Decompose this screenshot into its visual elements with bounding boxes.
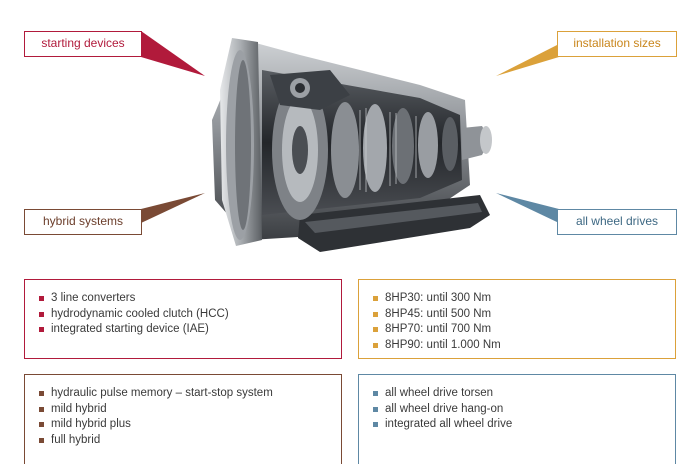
hybrid-systems-pointer [141,193,205,223]
starting-devices-pointer [141,31,205,76]
list-item: all wheel drive torsen [373,386,675,402]
list-item: all wheel drive hang-on [373,402,675,418]
starting-devices-box: 3 line converters hydrodynamic cooled cl… [24,279,342,359]
installation-sizes-list: 8HP30: until 300 Nm 8HP45: until 500 Nm … [373,291,675,353]
list-item: 8HP70: until 700 Nm [373,322,675,338]
list-item: full hybrid [39,433,341,449]
bullet-icon [39,406,44,412]
bullet-icon [373,406,378,412]
all-wheel-drives-box: all wheel drive torsen all wheel drive h… [358,374,676,464]
installation-sizes-box: 8HP30: until 300 Nm 8HP45: until 500 Nm … [358,279,676,359]
list-item: integrated starting device (IAE) [39,322,341,338]
list-item: 3 line converters [39,291,341,307]
bullet-icon [373,342,378,348]
bullet-icon [39,296,44,301]
hybrid-systems-label: hybrid systems [24,209,142,235]
transmission-cutaway-image [212,38,492,252]
all-wheel-drives-label: all wheel drives [557,209,677,235]
bullet-icon [373,296,378,301]
list-item: mild hybrid plus [39,417,341,433]
bullet-icon [39,327,44,332]
list-item: 8HP90: until 1.000 Nm [373,338,675,354]
hybrid-systems-box: hydraulic pulse memory – start-stop syst… [24,374,342,464]
installation-sizes-pointer [496,44,559,76]
all-wheel-drives-pointer [496,193,559,223]
all-wheel-drives-list: all wheel drive torsen all wheel drive h… [373,386,675,433]
list-item: 8HP30: until 300 Nm [373,291,675,307]
bullet-icon [39,311,44,317]
list-item: 8HP45: until 500 Nm [373,307,675,323]
bullet-icon [39,391,44,396]
bullet-icon [373,311,378,317]
list-item: hydrodynamic cooled clutch (HCC) [39,307,341,323]
list-item: mild hybrid [39,402,341,418]
bullet-icon [373,327,378,332]
installation-sizes-label: installation sizes [557,31,677,57]
list-item: hydraulic pulse memory – start-stop syst… [39,386,341,402]
hybrid-systems-list: hydraulic pulse memory – start-stop syst… [39,386,341,448]
bullet-icon [373,422,378,427]
list-item: integrated all wheel drive [373,417,675,433]
starting-devices-list: 3 line converters hydrodynamic cooled cl… [39,291,341,338]
bullet-icon [39,437,44,443]
diagram-graphics [141,31,559,252]
bullet-icon [39,422,44,427]
starting-devices-label: starting devices [24,31,142,57]
bullet-icon [373,391,378,396]
